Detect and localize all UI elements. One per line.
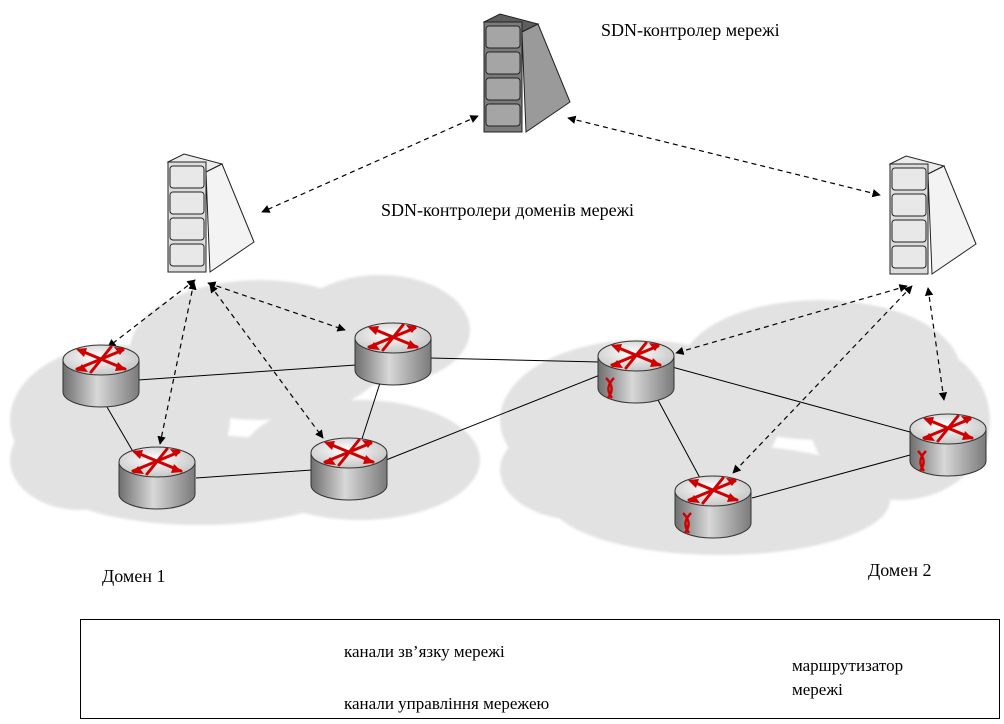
legend (80, 619, 1000, 719)
control-links (107, 115, 948, 474)
legend-control-links-label: канали управління мережею (344, 694, 550, 713)
router-icon (117, 445, 197, 511)
router-icon (910, 414, 986, 476)
router-icon (598, 341, 674, 403)
router-icon (61, 343, 141, 409)
legend-router-label-1: маршрутизатор (792, 656, 904, 675)
domain2-controller-server-icon (889, 155, 977, 275)
router-icon (353, 321, 433, 387)
router-icon (675, 476, 751, 538)
legend-router-label-2: мережі (792, 680, 843, 699)
main-controller-server-icon (483, 13, 571, 133)
main-controller-label: SDN-контролер мережі (601, 20, 780, 40)
domain1-label: Домен 1 (102, 566, 166, 586)
domain-controllers-label: SDN-контролери доменів мережі (381, 200, 635, 220)
domain2-label: Домен 2 (868, 560, 932, 580)
router-icon (309, 436, 389, 502)
legend-network-links-label: канали зв’язку мережі (344, 642, 505, 661)
domain1-controller-server-icon (167, 153, 255, 273)
